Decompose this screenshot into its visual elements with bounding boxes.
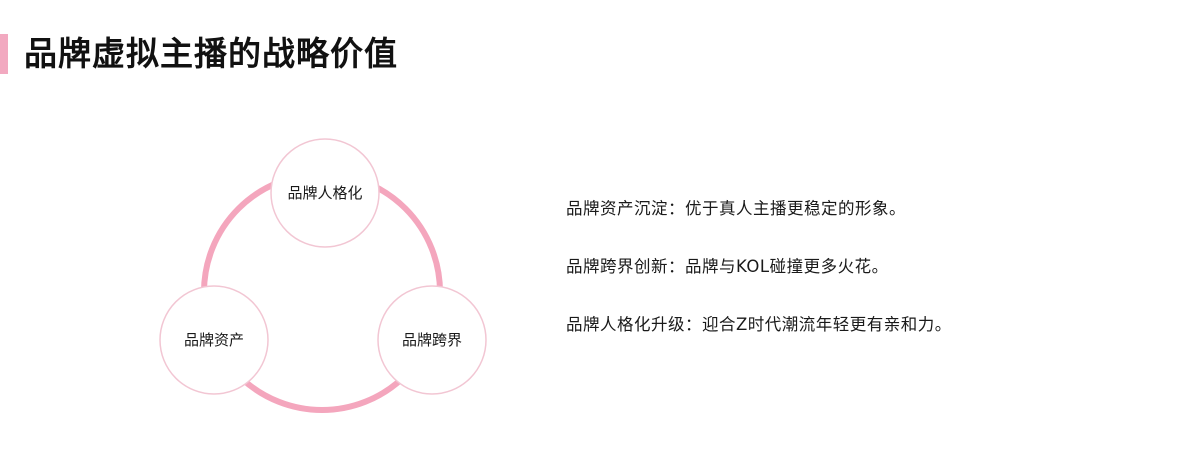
node-circle-brand-crossover: [377, 285, 487, 395]
page-title: 品牌虚拟主播的战略价值: [24, 34, 398, 73]
description-list: 品牌资产沉淀：优于真人主播更稳定的形象。 品牌跨界创新：品牌与KOL碰撞更多火花…: [566, 198, 952, 336]
node-circle-brand-personification: [270, 138, 380, 248]
node-label-brand-personification: 品牌人格化: [287, 184, 363, 202]
title-accent-bar: [0, 34, 8, 74]
node-label-brand-assets: 品牌资产: [183, 331, 245, 349]
description-brand-personification: 品牌人格化升级：迎合Z时代潮流年轻更有亲和力。: [566, 315, 952, 334]
node-circle-brand-assets: [159, 285, 269, 395]
description-brand-crossover: 品牌跨界创新：品牌与KOL碰撞更多火花。: [566, 257, 889, 276]
description-brand-assets: 品牌资产沉淀：优于真人主播更稳定的形象。: [566, 199, 906, 218]
node-label-brand-crossover: 品牌跨界: [401, 331, 463, 349]
